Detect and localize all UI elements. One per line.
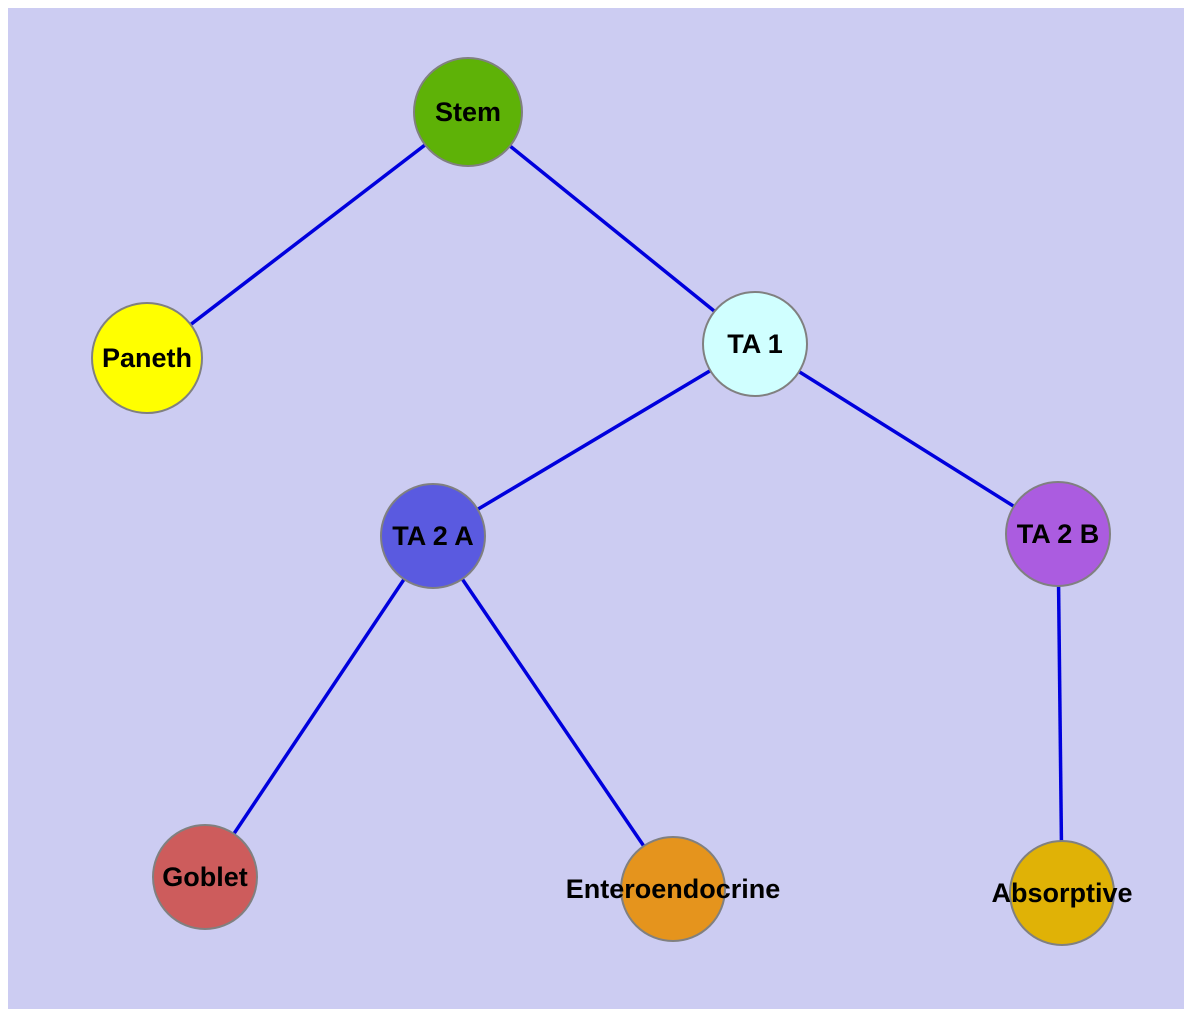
node-goblet-label: Goblet: [162, 862, 248, 892]
node-absorptive-circle[interactable]: [1009, 840, 1115, 946]
node-ta1[interactable]: TA 1: [702, 291, 808, 397]
edge-ta1-ta2a: [432, 342, 756, 538]
node-enteroendocrine-circle[interactable]: [620, 836, 726, 942]
edge-ta2a-enteroendocrine: [431, 535, 675, 890]
node-ta2a[interactable]: TA 2 A: [380, 483, 486, 589]
node-stem-circle[interactable]: [413, 57, 523, 167]
node-ta1-circle[interactable]: [702, 291, 808, 397]
node-absorptive-label: Absorptive: [991, 878, 1132, 908]
node-paneth-label: Paneth: [102, 343, 192, 373]
node-enteroendocrine[interactable]: Enteroendocrine: [566, 836, 781, 942]
edge-ta2a-goblet: [203, 535, 435, 878]
node-goblet[interactable]: Goblet: [152, 824, 258, 930]
edge-stem-ta1: [466, 110, 757, 346]
node-stem[interactable]: Stem: [413, 57, 523, 167]
node-enteroendocrine-label: Enteroendocrine: [566, 874, 781, 904]
node-paneth[interactable]: Paneth: [91, 302, 203, 414]
node-absorptive[interactable]: Absorptive: [991, 840, 1133, 946]
node-paneth-circle[interactable]: [91, 302, 203, 414]
edge-stem-paneth: [145, 110, 470, 360]
node-ta2a-label: TA 2 A: [392, 521, 474, 551]
node-ta1-label: TA 1: [727, 329, 783, 359]
node-stem-label: Stem: [435, 97, 501, 127]
node-goblet-circle[interactable]: [152, 824, 258, 930]
node-ta2b-circle[interactable]: [1005, 481, 1111, 587]
edge-ta1-ta2b: [754, 342, 1059, 536]
node-ta2b[interactable]: TA 2 B: [1005, 481, 1111, 587]
node-ta2a-circle[interactable]: [380, 483, 486, 589]
edge-ta2b-absorptive: [1056, 533, 1064, 894]
node-ta2b-label: TA 2 B: [1017, 519, 1100, 549]
